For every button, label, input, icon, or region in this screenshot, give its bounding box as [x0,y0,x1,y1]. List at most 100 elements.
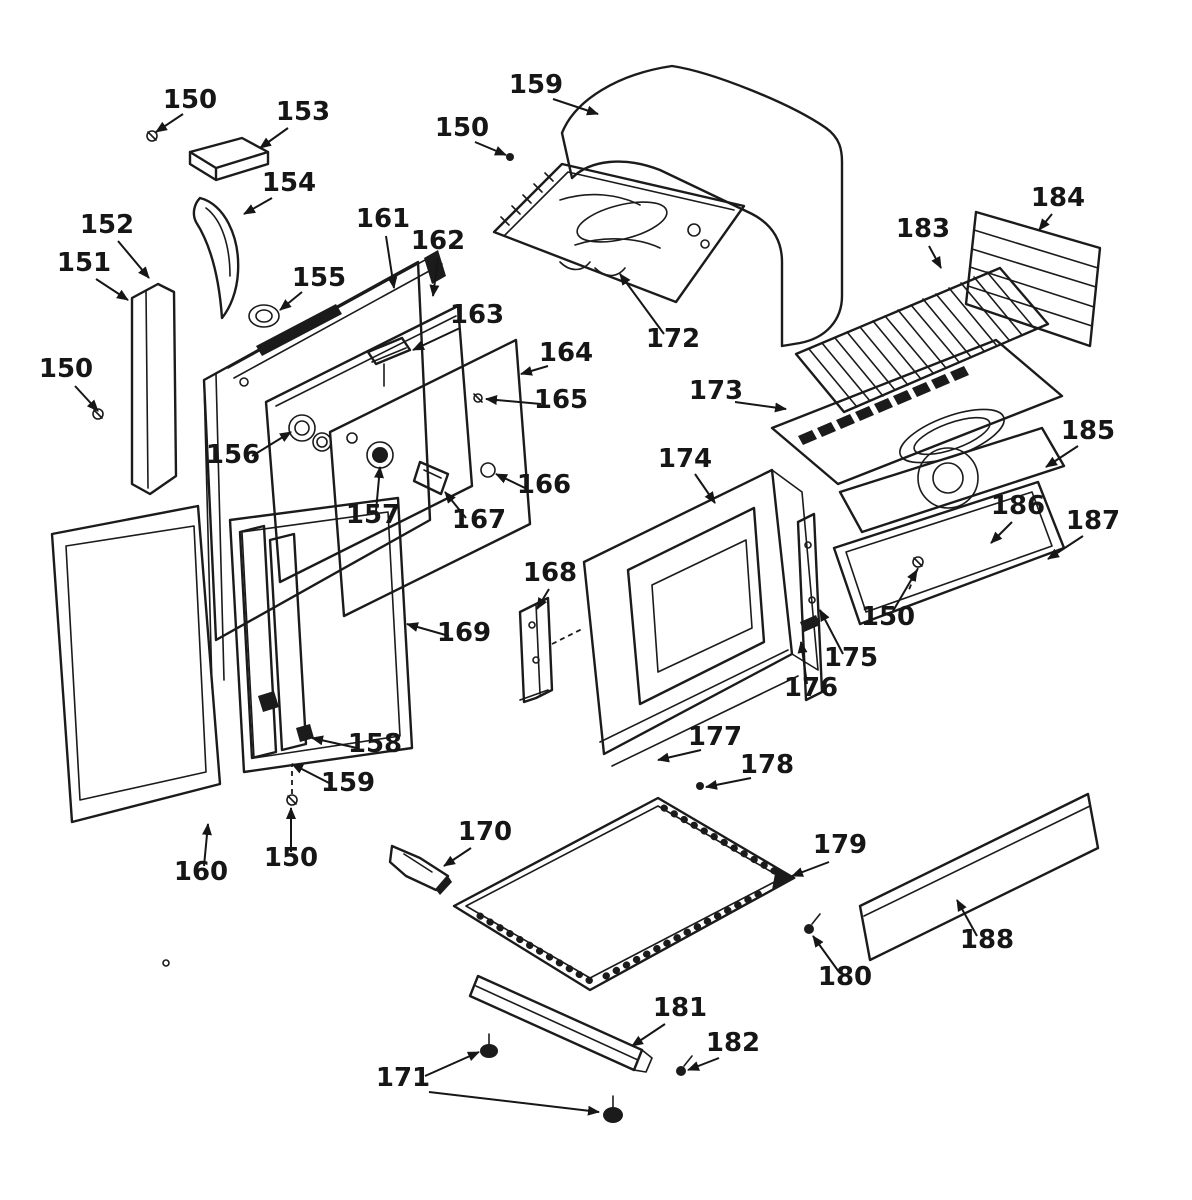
strip-hole-b [808,596,816,604]
top-cover [560,64,844,348]
leader-line [259,127,289,149]
part-callout-163-8: 163 [412,300,504,351]
screw-150-broiler [912,556,924,568]
part-number-label: 156 [206,440,260,470]
leader-line [243,197,273,215]
leader-line [812,935,840,973]
liner-side-strip-175 [796,512,824,702]
part-number-label: 150 [264,843,318,873]
part-number-label: 181 [653,993,707,1023]
corner-strip-154 [192,196,240,320]
bracket-168-flange [519,603,549,701]
leader-line [1045,445,1079,468]
hood-inner-tray [492,162,746,304]
door-assembly [50,496,414,967]
part-number-label: 174 [658,444,712,474]
control-panel-rim [275,315,457,407]
part-callout-172-18: 172 [619,273,700,354]
part-callout-177-31: 177 [657,722,742,763]
part-number-label: 150 [435,113,489,143]
part-callout-158-33: 158 [311,729,402,759]
oven-grate-183 [794,266,1050,414]
door-outer-panel [50,504,222,824]
leader-line [694,473,716,504]
bottom-assembly [388,792,1100,1123]
leader-line [406,622,450,637]
side-trim-151 [130,282,178,496]
part-callout-160-36: 160 [174,823,228,887]
part-callout-159-16: 159 [509,70,599,116]
part-callout-184-20: 184 [1031,183,1085,231]
part-number-label: 179 [813,830,867,860]
box-163-inner [371,347,407,387]
leader-line [1047,535,1084,560]
part-number-label: 177 [688,722,742,752]
part-callout-176-30: 176 [784,641,838,703]
leader-line [444,491,467,519]
part-number-label: 153 [276,97,330,127]
part-number-label: 164 [539,338,593,368]
part-number-label: 168 [523,558,577,588]
oven-liner-sill-177 [599,649,799,767]
drawer-front-188-line [863,805,1091,917]
part-callout-183-19: 183 [896,214,950,269]
part-number-label: 185 [1061,416,1115,446]
ring-155-inner [255,309,273,323]
leader-line [1038,213,1053,231]
part-callout-170-37: 170 [443,817,512,867]
part-callout-179-38: 179 [791,830,867,877]
part-callout-173-21: 173 [689,376,787,413]
part-callout-156-12: 156 [206,431,292,470]
side-panel-flange [203,373,225,689]
leader-line [819,609,844,655]
leader-line [552,98,599,116]
side-panel [202,260,432,642]
part-callout-159-34: 159 [291,763,375,798]
leader-line [428,1091,600,1116]
leader-line [385,235,398,289]
back-panel-184-ribs [967,229,1099,327]
part-callout-150-35: 150 [264,807,318,873]
oven-grate-bars [808,271,1036,408]
leader-line [311,735,358,749]
leader-line [279,291,303,311]
part-number-label: 155 [292,263,346,293]
screw-180-tail [811,913,821,925]
part-number-label: 184 [1031,183,1085,213]
upper-left-parts [92,130,280,496]
part-number-label: 159 [509,70,563,100]
door-edge-strip-159 [268,532,308,752]
part-number-label: 182 [706,1028,760,1058]
leader-line [619,273,665,335]
part-number-label: 150 [861,602,915,632]
leader-line [429,257,440,297]
leader-line [291,763,332,785]
part-number-label: 161 [356,204,410,234]
knob-156-outer [288,414,316,442]
broiler-pan-187-rim [845,491,1053,613]
part-callout-169-28: 169 [406,618,491,648]
part-number-label: 171 [376,1063,430,1093]
leader-line [631,1023,666,1047]
screw-165 [473,393,483,403]
top-cover-assembly [492,64,844,348]
leader-line [657,749,702,763]
part-number-label: 167 [452,505,506,535]
hood-tray-hatching [500,172,554,226]
screw-180 [804,924,814,934]
part-callout-157-13: 157 [346,466,400,530]
liner-clip-176 [800,615,820,632]
strip-hole-a [804,541,812,549]
leader-line [485,395,542,405]
hole-166 [480,462,496,478]
leader-line [495,473,526,489]
part-callout-178-32: 178 [705,750,794,790]
part-number-label: 159 [321,768,375,798]
leader-line [251,431,292,457]
foot-right-171 [603,1107,623,1123]
hood-tray-oval-opening [576,201,668,243]
door-edge-strip-158 [238,524,278,760]
knob-156-inner [294,420,310,436]
stray-speck [162,959,170,967]
part-number-label: 172 [646,324,700,354]
